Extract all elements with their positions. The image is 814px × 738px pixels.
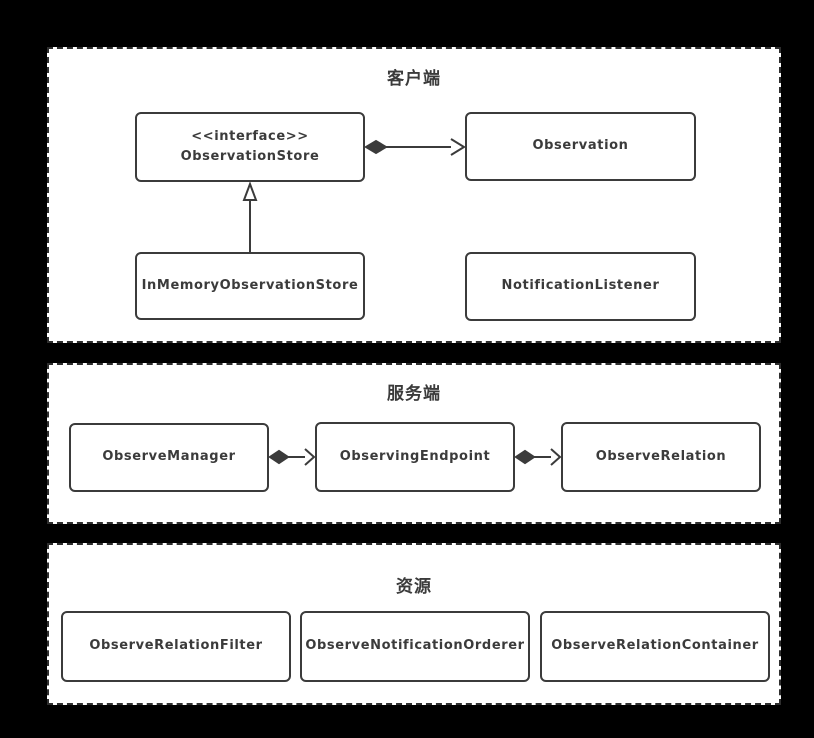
class-node-observerelationcontainer: ObserveRelationContainer	[540, 611, 770, 682]
class-node-observerelationfilter: ObserveRelationFilter	[61, 611, 291, 682]
panel-client-title: 客户端	[387, 69, 441, 89]
class-name: InMemoryObservationStore	[141, 277, 359, 293]
class-name: NotificationListener	[501, 278, 660, 294]
class-name: ObserveNotificationOrderer	[305, 638, 525, 654]
class-node-notificationlistener: NotificationListener	[465, 252, 696, 321]
class-name: ObservationStore	[180, 149, 320, 164]
class-node-observerelation: ObserveRelation	[561, 422, 761, 492]
class-name: ObserveRelationContainer	[551, 638, 759, 654]
class-node-observation: Observation	[465, 112, 696, 181]
class-stereotype: <<interface>>	[191, 128, 309, 144]
class-node-observingendpoint: ObservingEndpoint	[315, 422, 515, 492]
class-name: ObserveRelation	[595, 448, 727, 464]
panel-server-title: 服务端	[387, 384, 441, 404]
class-node-observemanager: ObserveManager	[69, 423, 269, 492]
class-name: Observation	[532, 138, 629, 154]
panel-resource-title: 资源	[396, 577, 432, 597]
class-node-observationstore: <<interface>> ObservationStore	[135, 112, 365, 182]
class-name: ObserveRelationFilter	[89, 638, 263, 654]
class-name: ObservingEndpoint	[339, 448, 491, 464]
class-name: ObserveManager	[102, 449, 236, 465]
class-node-observenotificationorderer: ObserveNotificationOrderer	[300, 611, 530, 682]
class-node-inmemoryobservationstore: InMemoryObservationStore	[135, 252, 365, 320]
